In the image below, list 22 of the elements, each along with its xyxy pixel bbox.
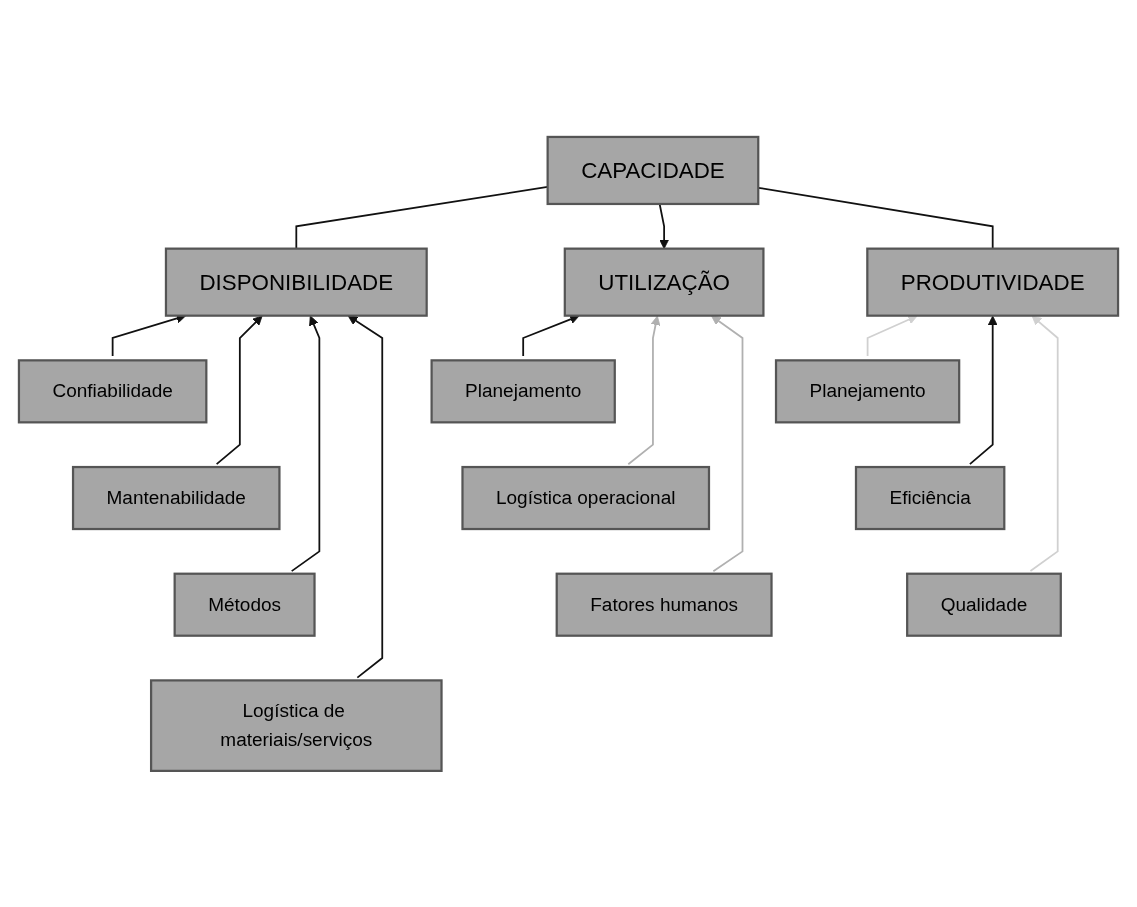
node-box	[461, 465, 711, 530]
arrow	[969, 315, 998, 465]
node-box	[555, 572, 773, 637]
arrow	[290, 315, 321, 572]
node-box	[173, 572, 316, 637]
node-box	[164, 247, 428, 317]
node-box	[430, 358, 616, 424]
arrow	[1029, 315, 1059, 572]
node-box	[563, 247, 765, 317]
node-box	[17, 358, 208, 424]
node-box	[546, 135, 760, 205]
diagram: CAPACIDADE DISPONIBILIDADE UTILIZAÇÃO PRODUTIVIDADE Confiabilidade Mantenabilidade Métodos Logística de materiais/serviços Planejamento Logística operacional Fatores humanos Planejamento Eficiência Qualidade	[10, 127, 1127, 780]
arrow	[347, 315, 384, 679]
node-box	[71, 465, 281, 530]
node-box	[854, 465, 1006, 530]
arrow	[627, 315, 661, 465]
arrow	[215, 315, 263, 465]
node-box	[774, 358, 961, 424]
node-box	[149, 678, 443, 772]
node-box	[906, 572, 1062, 637]
node-box	[866, 247, 1120, 317]
arrow	[711, 315, 744, 572]
